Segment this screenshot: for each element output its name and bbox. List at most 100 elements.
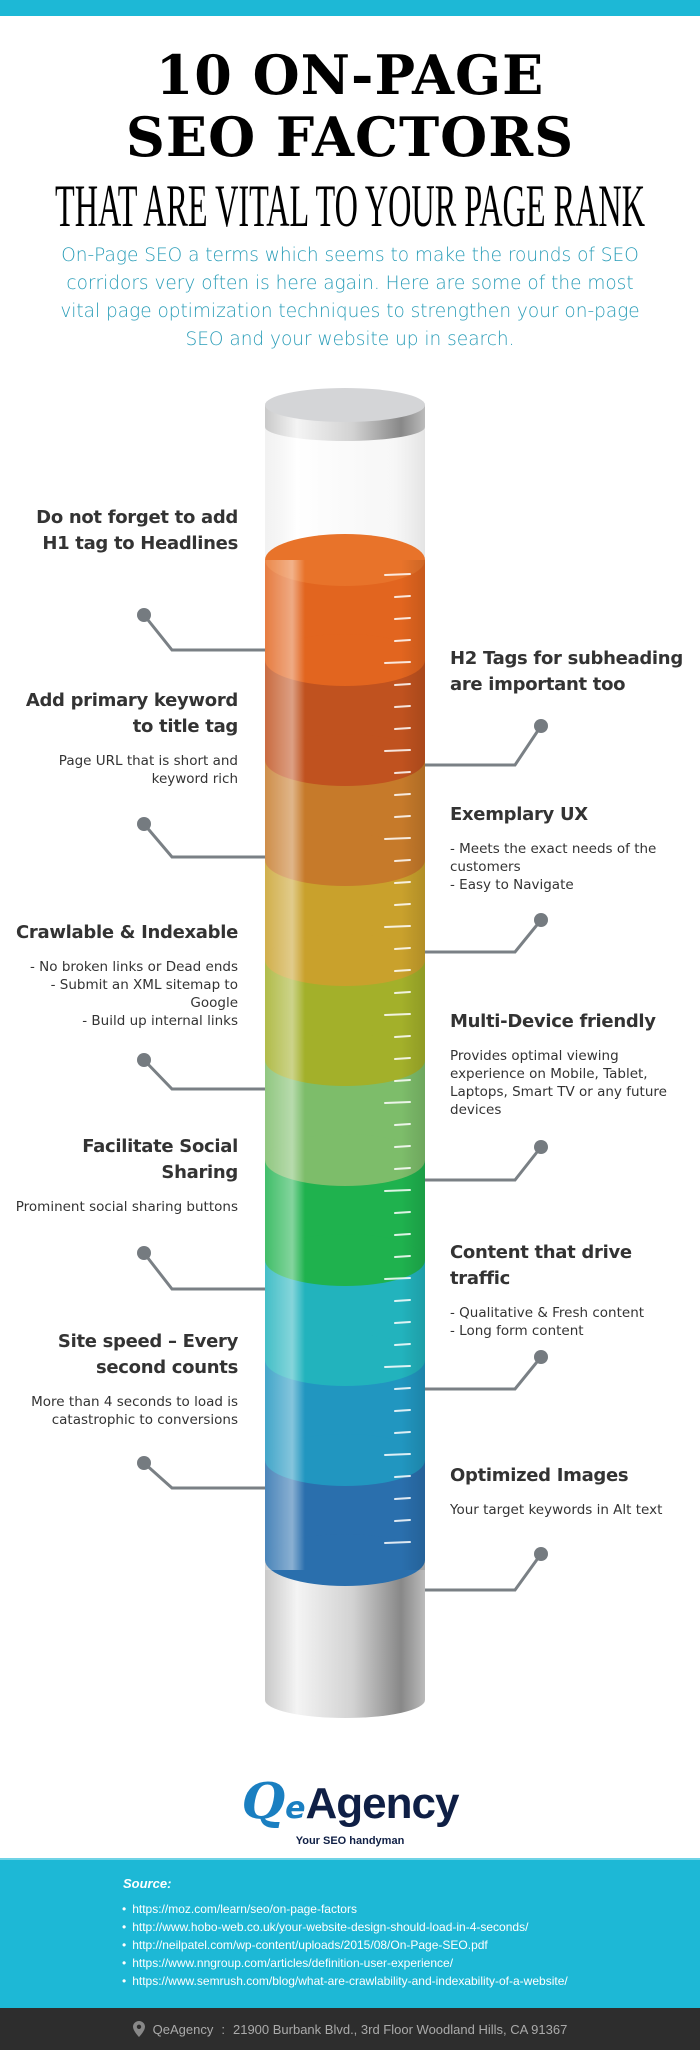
scale-tick <box>394 1497 411 1500</box>
sources-list: https://moz.com/learn/seo/on-page-factor… <box>122 1900 692 1990</box>
footer-company: QeAgency <box>152 2021 214 2037</box>
source-link[interactable]: https://moz.com/learn/seo/on-page-factor… <box>122 1900 692 1918</box>
scale-tick <box>394 771 411 774</box>
factor-title: Exemplary UX <box>450 804 588 825</box>
source-link[interactable]: https://www.semrush.com/blog/what-are-cr… <box>122 1972 692 1990</box>
connector-left <box>137 817 265 859</box>
factor-description: - Qualitative & Fresh content - Long form… <box>450 1304 690 1340</box>
factor-title: Optimized Images <box>450 1465 629 1486</box>
source-link[interactable]: https://www.nngroup.com/articles/definit… <box>122 1954 692 1972</box>
scale-tick <box>394 1343 411 1346</box>
description-line: - Build up internal links <box>82 1013 238 1029</box>
scale-tick <box>384 1189 411 1192</box>
scale-tick <box>384 749 411 752</box>
connector-right <box>425 719 548 767</box>
scale-tick <box>394 815 411 818</box>
logo-agency: Agency <box>305 1779 459 1828</box>
description-line: - Qualitative & Fresh content <box>450 1305 645 1321</box>
seo-factor-r-1: H2 Tags for subheading are important too <box>450 646 690 698</box>
factor-title: Multi-Device friendly <box>450 1011 656 1032</box>
scale-tick <box>384 1541 411 1544</box>
connector-right <box>425 1350 548 1391</box>
scale-tick <box>384 1453 411 1456</box>
scale-tick <box>384 1101 411 1104</box>
connector-left <box>137 1053 265 1091</box>
description-line: Provides optimal viewing experience on M… <box>450 1048 667 1118</box>
scale-tick <box>394 1079 411 1082</box>
location-pin-icon <box>132 2021 145 2037</box>
description-line: Page URL that is short and keyword rich <box>58 753 238 787</box>
seo-factor-r-2: Exemplary UX - Meets the exact needs of t… <box>450 802 690 894</box>
logo-tagline: Your SEO handyman <box>295 1835 405 1847</box>
footer-address: 21900 Burbank Blvd., 3rd Floor Woodland … <box>232 2021 568 2037</box>
factor-description: - Meets the exact needs of the customers… <box>450 840 690 894</box>
scale-tick <box>394 881 411 884</box>
description-line: - Long form content <box>450 1323 584 1339</box>
scale-tick <box>394 705 411 708</box>
top-accent-bar <box>0 0 700 16</box>
qeagency-logo[interactable]: QeAgency Your SEO handyman <box>0 1772 700 1852</box>
scale-tick <box>384 661 411 664</box>
top-metal-cap <box>265 388 425 441</box>
source-link[interactable]: http://neilpatel.com/wp-content/uploads/… <box>122 1936 692 1954</box>
scale-tick <box>394 1057 411 1060</box>
scale-tick <box>394 1431 411 1434</box>
source-link[interactable]: http://www.hobo-web.co.uk/your-website-d… <box>122 1918 692 1936</box>
factor-title: H2 Tags for subheading are important too <box>450 648 683 695</box>
seo-factor-r-4: Content that drive traffic - Qualitative … <box>450 1240 690 1340</box>
title-line-2: SEO FACTORS <box>125 105 575 169</box>
scale-tick <box>394 793 411 796</box>
footer: QeAgency : 21900 Burbank Blvd., 3rd Floo… <box>0 2008 700 2050</box>
scale-tick <box>394 1475 411 1478</box>
scale-tick <box>394 991 411 994</box>
scale-tick <box>384 1013 411 1016</box>
factor-title: Content that drive traffic <box>450 1242 632 1289</box>
seo-factor-l-1: Do not forget to add H1 tag to Headlines <box>8 505 238 557</box>
scale-tick <box>384 837 411 840</box>
connector-right <box>425 1140 548 1182</box>
scale-tick <box>394 1167 411 1170</box>
sources-heading: Source: <box>123 1876 172 1891</box>
seo-factor-l-3: Crawlable & Indexable- No broken links o… <box>8 920 238 1030</box>
tube-shine <box>265 560 425 1570</box>
scale-tick <box>394 1321 411 1324</box>
scale-tick <box>394 969 411 972</box>
scale-tick <box>394 1233 411 1236</box>
scale-tick <box>394 1145 411 1148</box>
factor-description: Provides optimal viewing experience on M… <box>450 1047 690 1119</box>
description-line: - No broken links or Dead ends <box>30 959 238 975</box>
connector-left <box>137 1246 265 1291</box>
factor-description: Page URL that is short and keyword rich <box>8 752 238 788</box>
scale-tick <box>384 1365 411 1368</box>
scale-tick <box>394 1255 411 1258</box>
footer-separator: : <box>221 2021 225 2037</box>
test-tube-illustration <box>137 388 548 1718</box>
description-line: - Meets the exact needs of the customers <box>450 841 657 875</box>
scale-tick <box>394 1211 411 1214</box>
scale-tick <box>394 859 411 862</box>
scale-tick <box>394 1387 411 1390</box>
factor-description: More than 4 seconds to load is catastrop… <box>8 1393 238 1429</box>
intro-text: On-Page SEO a terms which seems to make … <box>60 245 640 350</box>
factor-description: Your target keywords in Alt text <box>450 1501 690 1519</box>
connector-right <box>425 913 548 954</box>
factor-title: Do not forget to add H1 tag to Headlines <box>36 507 238 554</box>
description-line: More than 4 seconds to load is catastrop… <box>31 1394 238 1428</box>
description-line: Your target keywords in Alt text <box>450 1502 663 1518</box>
scale-tick <box>394 639 411 642</box>
scale-tick <box>394 727 411 730</box>
connector-left <box>137 1456 265 1490</box>
factor-description: Prominent social sharing buttons <box>8 1198 238 1216</box>
scale-tick <box>394 595 411 598</box>
title-line-1: 10 ON-PAGE <box>155 43 545 107</box>
scale-tick <box>394 903 411 906</box>
description-line: - Submit an XML sitemap to Google <box>50 977 238 1011</box>
factor-title: Add primary keyword to title tag <box>25 690 238 737</box>
scale-tick <box>394 1409 411 1412</box>
scale-tick <box>394 683 411 686</box>
scale-tick <box>394 617 411 620</box>
